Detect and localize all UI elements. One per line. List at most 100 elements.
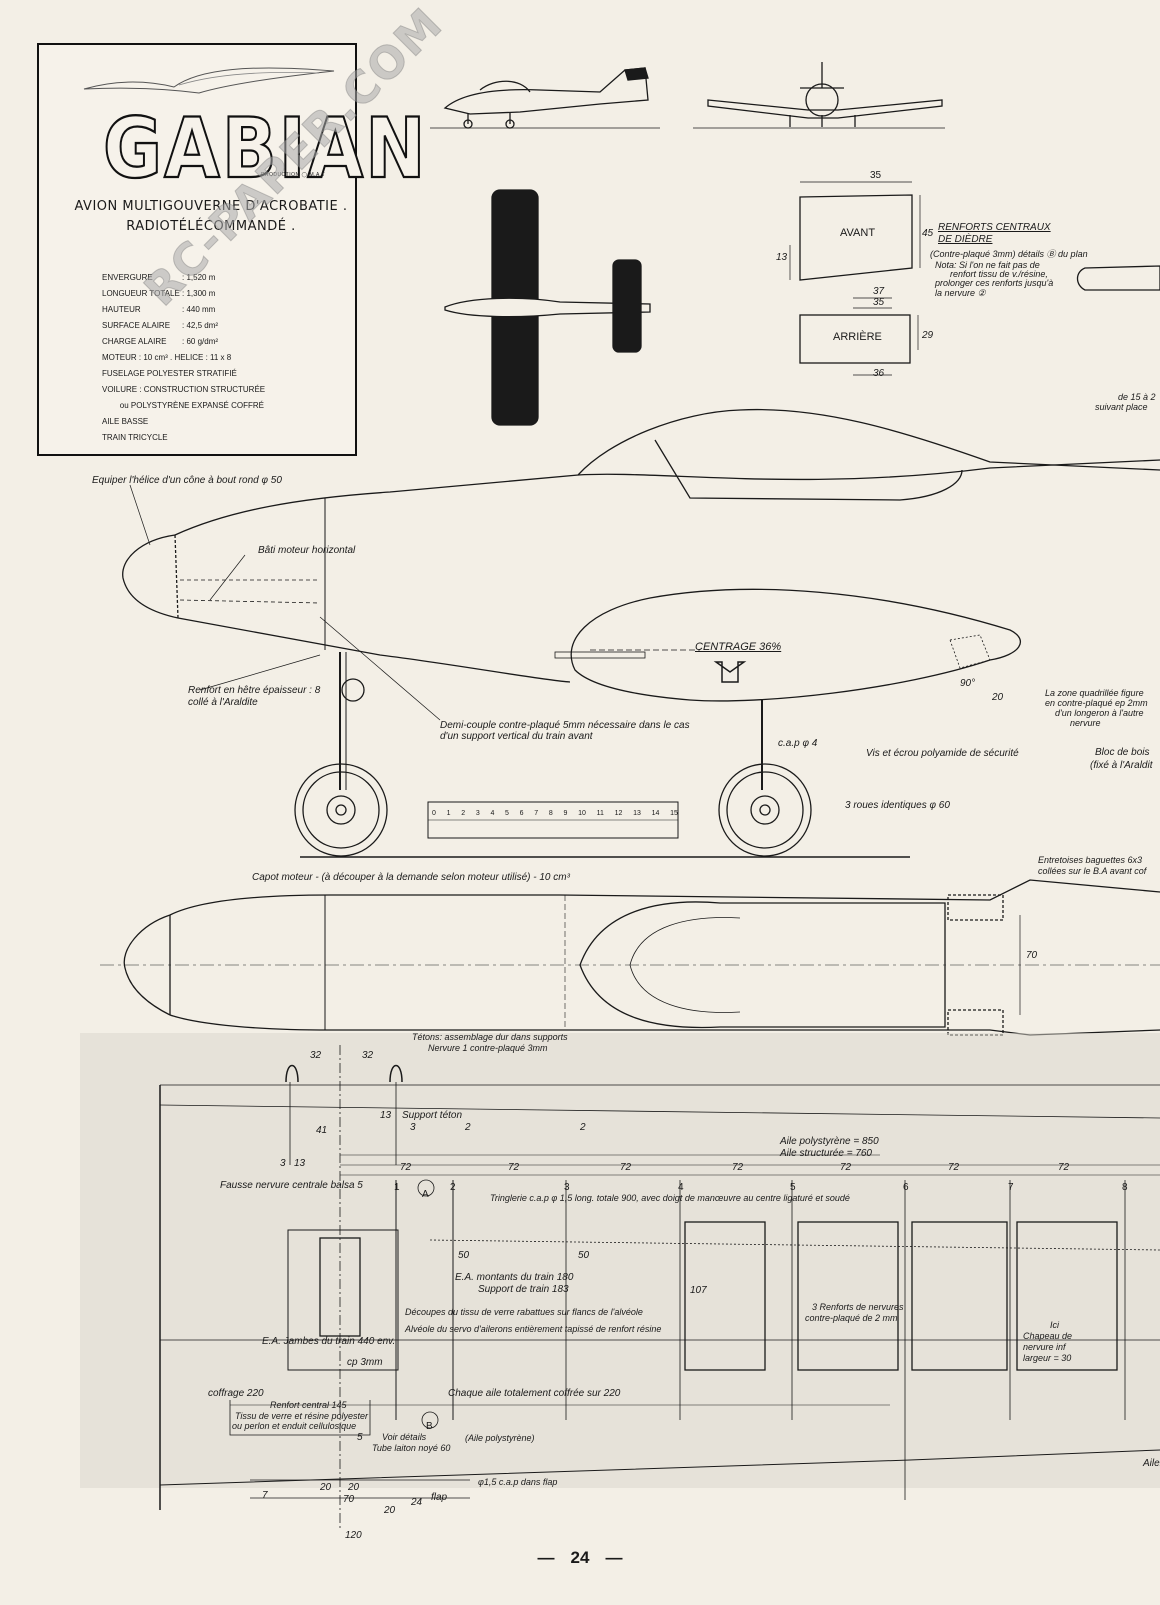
side-note: de 15 à 2 <box>1118 392 1156 402</box>
top-note: Capot moteur - (à découper à la demande … <box>252 872 570 883</box>
side-note: (fixé à l'Araldit <box>1090 760 1153 771</box>
wing-note: Support de train 183 <box>478 1284 569 1295</box>
renforts-title: RENFORTS CENTRAUX <box>938 222 1051 233</box>
wing-note: Tringlerie c.a.p φ 1,5 long. totale 900,… <box>490 1193 850 1203</box>
wing-note: 3 Renforts de nervures <box>812 1302 904 1312</box>
wing-note: Tissu de verre et résine polyester <box>235 1411 368 1421</box>
detail-mark-a: A <box>422 1189 429 1200</box>
dim-label: 20 <box>348 1482 360 1493</box>
dim-label: 70 <box>1026 950 1038 961</box>
small-front-view <box>693 62 945 129</box>
spec-row: FUSELAGE POLYESTER STRATIFIÉ <box>102 369 237 378</box>
dim-label: 2 <box>465 1122 471 1133</box>
rib-number: 2 <box>450 1182 456 1193</box>
title-block <box>37 43 357 456</box>
dim-label: 2 <box>580 1122 586 1133</box>
spacing-label: 72 <box>1058 1162 1070 1173</box>
dim-label: 45 <box>922 228 934 239</box>
rib-number: 3 <box>564 1182 570 1193</box>
dim-label: 32 <box>362 1050 374 1061</box>
wing-note: nervure inf <box>1023 1342 1066 1352</box>
dim-label: 13 <box>776 252 788 263</box>
wing-plan <box>80 1033 1160 1530</box>
side-note: Demi-couple contre-plaqué 5mm nécessaire… <box>440 720 690 731</box>
spacing-label: 72 <box>948 1162 960 1173</box>
dim-label: 20 <box>320 1482 332 1493</box>
small-side-view <box>430 67 660 129</box>
centrage-label: CENTRAGE 36% <box>695 641 782 653</box>
spec-row: MOTEUR : 10 cm³ . HELICE : 11 x 8 <box>102 353 232 362</box>
spec-row: LONGUEUR TOTALE: 1,300 m <box>102 289 216 298</box>
renforts-note: renfort tissu de v./résine, <box>950 269 1048 279</box>
wing-note: Chaque aile totalement coffrée sur 220 <box>448 1388 621 1399</box>
top-note: Tétons: assemblage dur dans supports <box>412 1032 568 1042</box>
top-fuselage <box>100 879 1160 1036</box>
top-note: Entretoises baguettes 6x3 <box>1038 855 1143 865</box>
wing-note: Fausse nervure centrale balsa 5 <box>220 1180 363 1191</box>
spec-row: HAUTEUR: 440 mm <box>102 305 216 314</box>
wing-note: Tube laiton noyé 60 <box>372 1443 451 1453</box>
dim-label: 7 <box>262 1490 268 1501</box>
wing-note: E.A. montants du train 180 <box>455 1272 574 1283</box>
dim-label: 29 <box>922 330 934 341</box>
dim-label: 50 <box>458 1250 470 1261</box>
spec-row: ou POLYSTYRÈNE EXPANSÉ COFFRÉ <box>102 401 264 410</box>
dim-label: 13 <box>294 1158 306 1169</box>
model-subtitle: AVION MULTIGOUVERNE D'ACROBATIE . RADIOT… <box>70 197 352 237</box>
wing-note: contre-plaqué de 2 mm <box>805 1313 898 1323</box>
side-note: d'un support vertical du train avant <box>440 731 593 742</box>
side-note: Bloc de bois <box>1095 747 1150 758</box>
renforts-note: Nota: Si l'on ne fait pas de <box>935 260 1040 270</box>
rib-number: 7 <box>1008 1182 1014 1193</box>
dim-label: flap <box>431 1492 448 1503</box>
detail-mark-b: B <box>426 1421 433 1432</box>
side-note: La zone quadrillée figure <box>1045 688 1144 698</box>
wing-note: Aile polystyrène = 850 <box>780 1136 879 1147</box>
spec-row: AILE BASSE <box>102 417 149 426</box>
spacing-label: 72 <box>508 1162 520 1173</box>
subtitle-line-1: AVION MULTIGOUVERNE D'ACROBATIE . <box>74 199 348 214</box>
renforts-note: la nervure ② <box>935 288 986 298</box>
side-note: Equiper l'hélice d'un cône à bout rond φ… <box>92 475 282 486</box>
rib-number: 1 <box>394 1182 400 1193</box>
dim-label: 36 <box>873 368 885 379</box>
side-note: Bâti moteur horizontal <box>258 545 356 556</box>
wing-note: Aile structurée = 760 <box>780 1148 872 1159</box>
dim-label: 20 <box>384 1505 396 1516</box>
side-fuselage <box>122 408 1160 858</box>
wing-note: Voir détails <box>382 1432 427 1442</box>
wing-note: ou perlon et enduit cellulosique <box>232 1421 357 1431</box>
dim-label: 24 <box>411 1497 423 1508</box>
wing-note: Découpes du tissu de verre rabattues sur… <box>405 1307 643 1317</box>
dim-label: 20 <box>992 692 1004 703</box>
spec-row: ENVERGURE: 1,520 m <box>102 273 216 282</box>
wing-note: (Aile polystyrène) <box>465 1433 535 1443</box>
wing-note: Ailer <box>1143 1458 1160 1469</box>
wing-note: Alvéole du servo d'ailerons entièrement … <box>405 1324 662 1334</box>
spec-row: SURFACE ALAIRE: 42,5 dm² <box>102 321 219 330</box>
renfort-avant-label: AVANT <box>840 227 876 239</box>
side-note: nervure <box>1070 718 1101 728</box>
renforts-title: DE DIÈDRE <box>938 234 993 245</box>
dim-label: 41 <box>316 1125 328 1136</box>
renfort-plates <box>789 181 1160 376</box>
spacing-label: 72 <box>620 1162 632 1173</box>
seagull-logo <box>83 67 335 94</box>
production-mark: PRODUCTION ◯.M.A.T <box>261 172 326 178</box>
side-note: suivant place <box>1095 402 1148 412</box>
side-note: collé à l'Araldite <box>188 697 258 708</box>
spec-row: TRAIN TRICYCLE <box>102 433 168 442</box>
spacing-label: 72 <box>840 1162 852 1173</box>
rib-number: 5 <box>790 1182 796 1193</box>
dim-label: 5 <box>357 1432 363 1443</box>
spec-row: VOILURE : CONSTRUCTION STRUCTURÉE <box>102 385 266 394</box>
dim-label: 107 <box>690 1285 707 1296</box>
dim-label: 13 <box>380 1110 392 1121</box>
side-note: c.a.p φ 4 <box>778 738 818 749</box>
rib-number: 6 <box>903 1182 909 1193</box>
subtitle-line-2: RADIOTÉLÉCOMMANDÉ . <box>126 219 296 234</box>
wing-note: φ1,5 c.a.p dans flap <box>478 1477 558 1487</box>
wing-note: largeur = 30 <box>1023 1353 1072 1363</box>
wing-note: cp 3mm <box>347 1357 383 1368</box>
